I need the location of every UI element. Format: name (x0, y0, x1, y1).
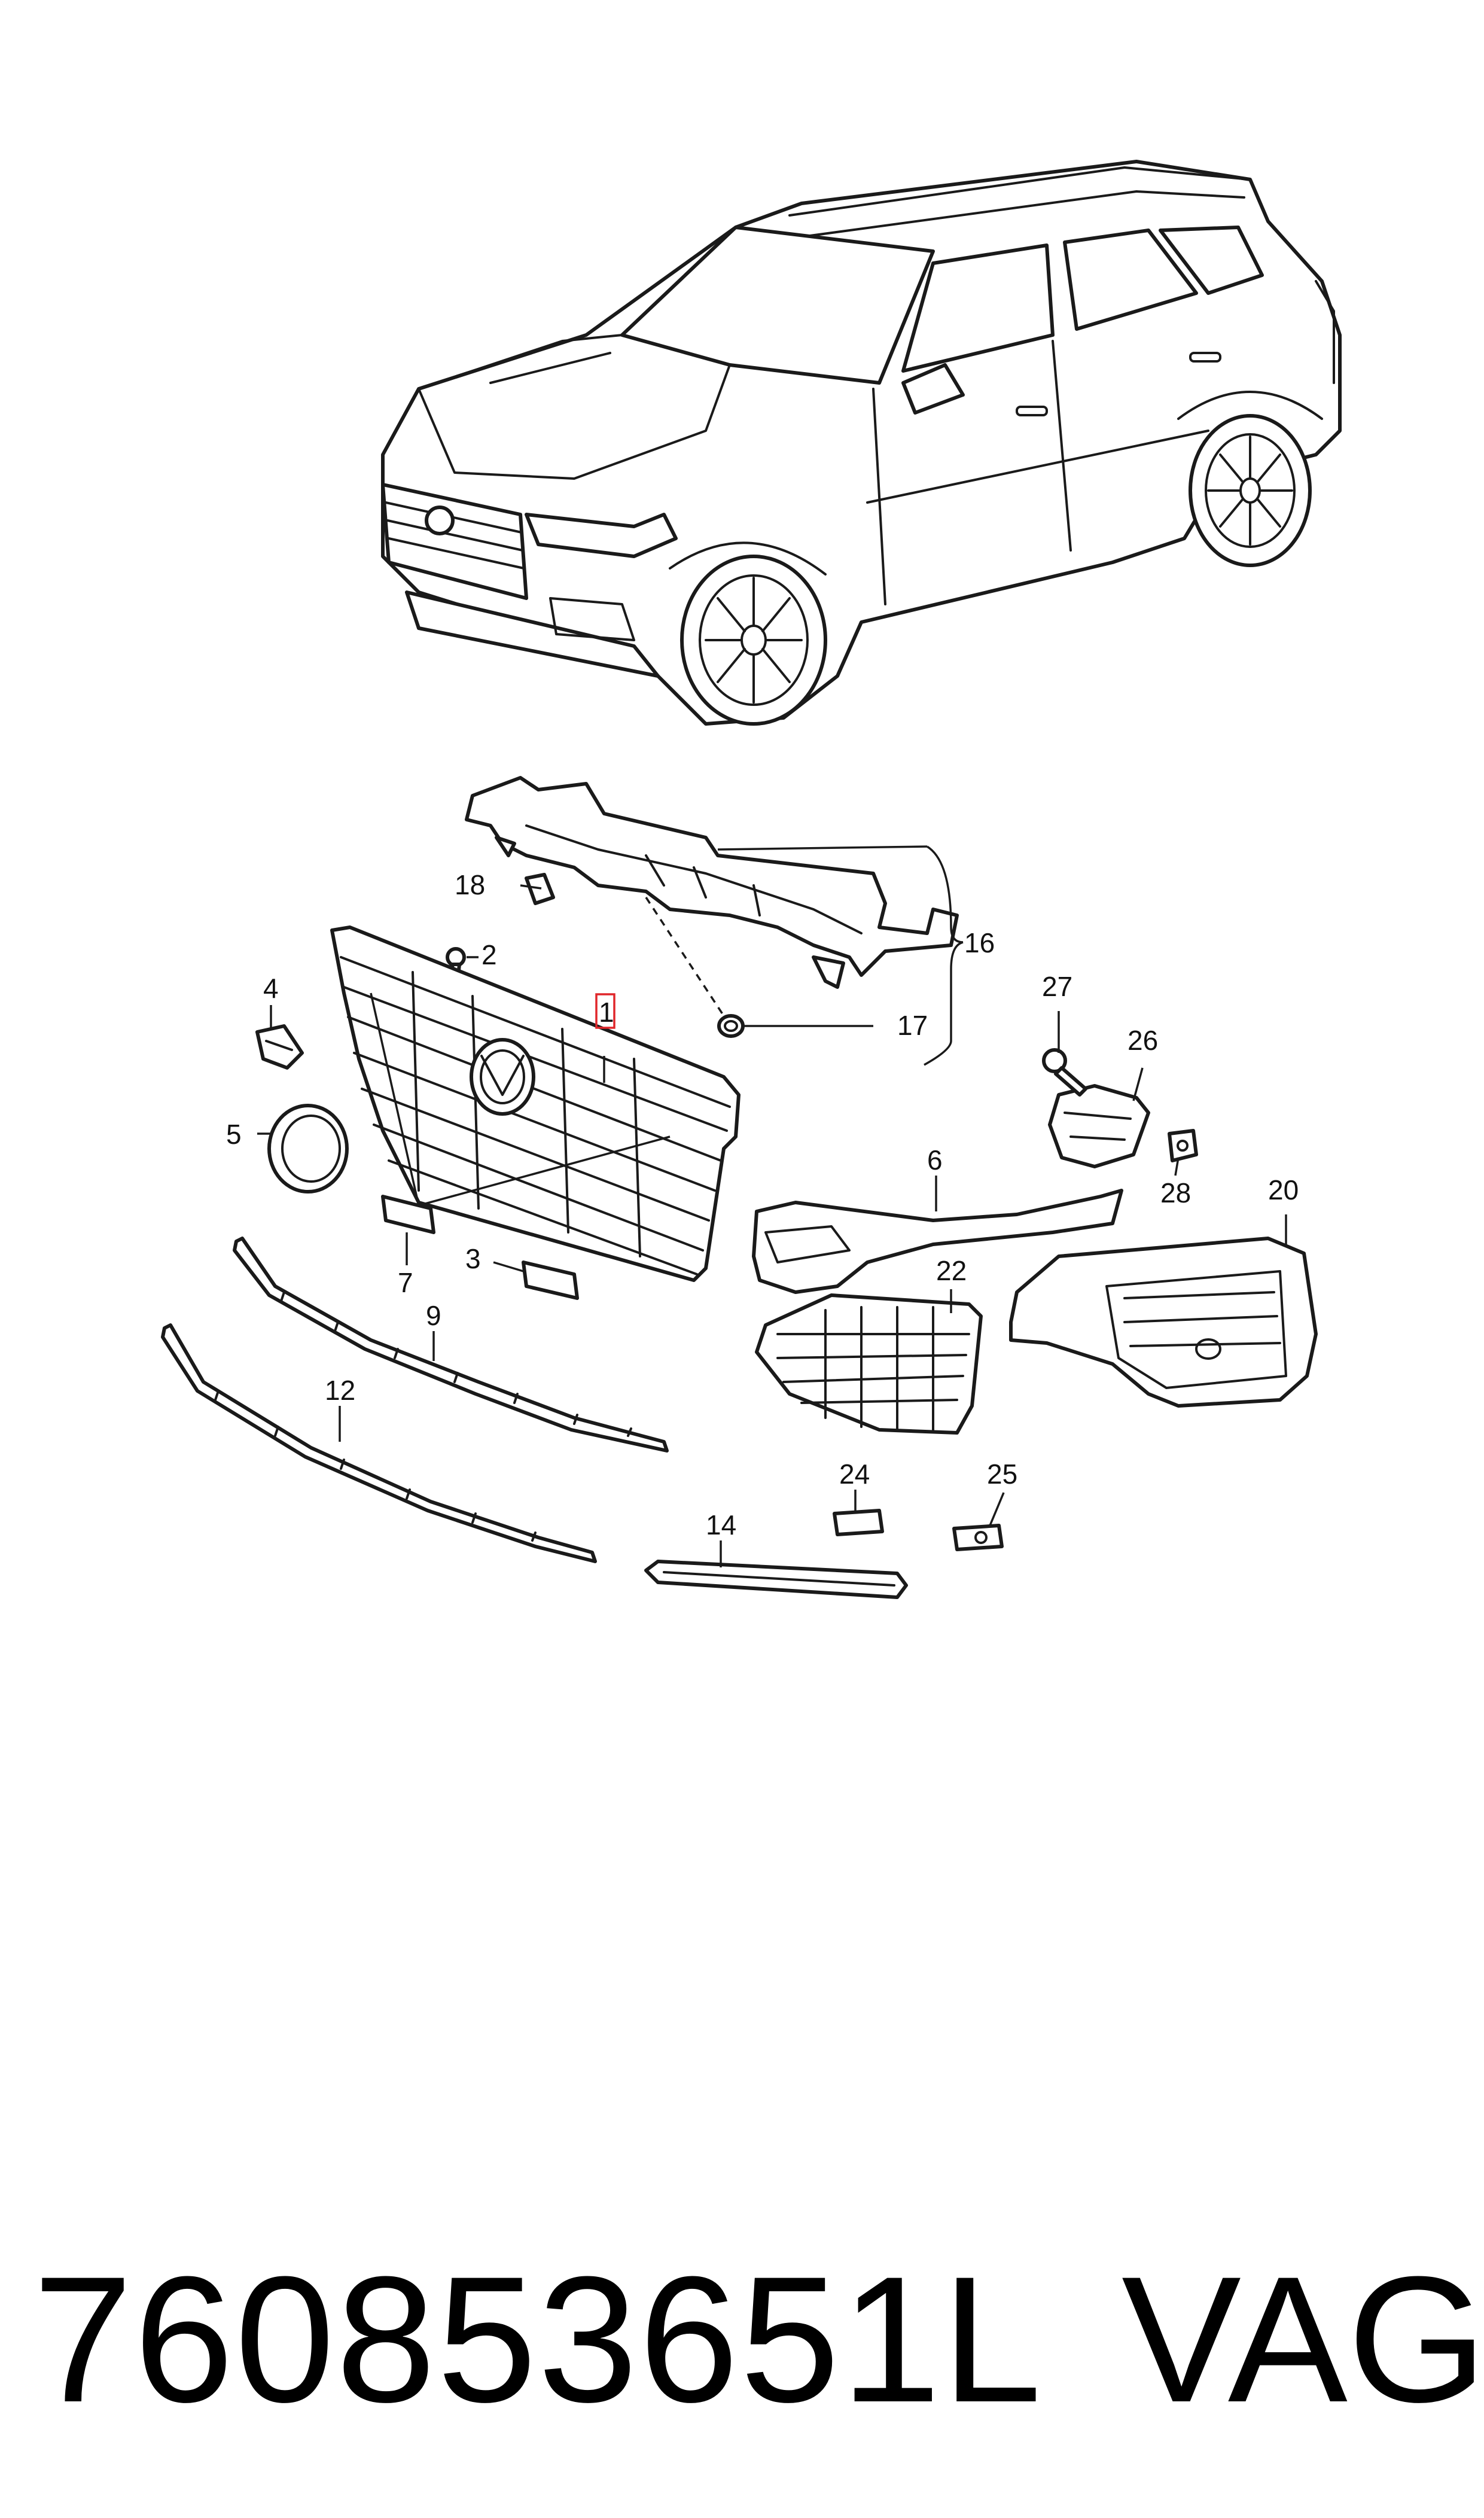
highlight-box-1 (595, 993, 615, 1029)
part-5-emblem-cover (267, 1104, 349, 1193)
part-28-clip (1168, 1129, 1198, 1162)
callout-2: 2 (482, 939, 497, 970)
callout-14: 14 (706, 1509, 736, 1540)
callout-16: 16 (964, 927, 995, 958)
part-26-bracket (1048, 1084, 1150, 1168)
part-14-trim (644, 1560, 908, 1599)
part-22-grille-insert (755, 1293, 983, 1435)
callout-27: 27 (1042, 971, 1072, 1002)
callout-17: 17 (897, 1010, 928, 1041)
callout-7: 7 (398, 1267, 413, 1298)
callout-3: 3 (465, 1243, 481, 1274)
callout-12: 12 (325, 1375, 355, 1406)
part-number: 760853651L (33, 2239, 1043, 2440)
callout-9: 9 (426, 1300, 441, 1331)
part-16-carrier (465, 776, 959, 989)
part-27-screw (1042, 1048, 1087, 1097)
vehicle-illustration (381, 160, 1342, 726)
callout-6: 6 (927, 1144, 943, 1176)
callout-25: 25 (987, 1459, 1017, 1490)
part-17-grommet (717, 1014, 745, 1038)
callout-5: 5 (226, 1119, 242, 1150)
callout-labels: 1 2 3 4 5 6 7 9 12 14 16 17 18 20 22 24 … (226, 869, 1299, 1540)
callout-22: 22 (936, 1255, 967, 1286)
callout-24: 24 (839, 1459, 870, 1490)
callout-18: 18 (455, 869, 485, 900)
part-6-bumper-trim (752, 1189, 1123, 1294)
part-7-insert (381, 1195, 435, 1234)
callout-28: 28 (1160, 1177, 1191, 1208)
callout-1: 1 (599, 997, 614, 1028)
part-4-bracket (255, 1024, 304, 1070)
part-25-plug (952, 1524, 1004, 1551)
leader-lines (257, 845, 1287, 1567)
part-3-insert (522, 1260, 579, 1300)
callout-4: 4 (263, 973, 279, 1004)
part-20-fog-bezel (1009, 1237, 1318, 1408)
callout-20: 20 (1268, 1174, 1299, 1205)
part-12-lower-strip (161, 1323, 597, 1563)
part-9-trim-strip (233, 1237, 669, 1453)
callout-26: 26 (1128, 1025, 1158, 1056)
brand-name: VAG (1122, 2239, 1484, 2440)
part-1-radiator-grille (330, 925, 741, 1282)
part-24-plug (833, 1509, 884, 1536)
